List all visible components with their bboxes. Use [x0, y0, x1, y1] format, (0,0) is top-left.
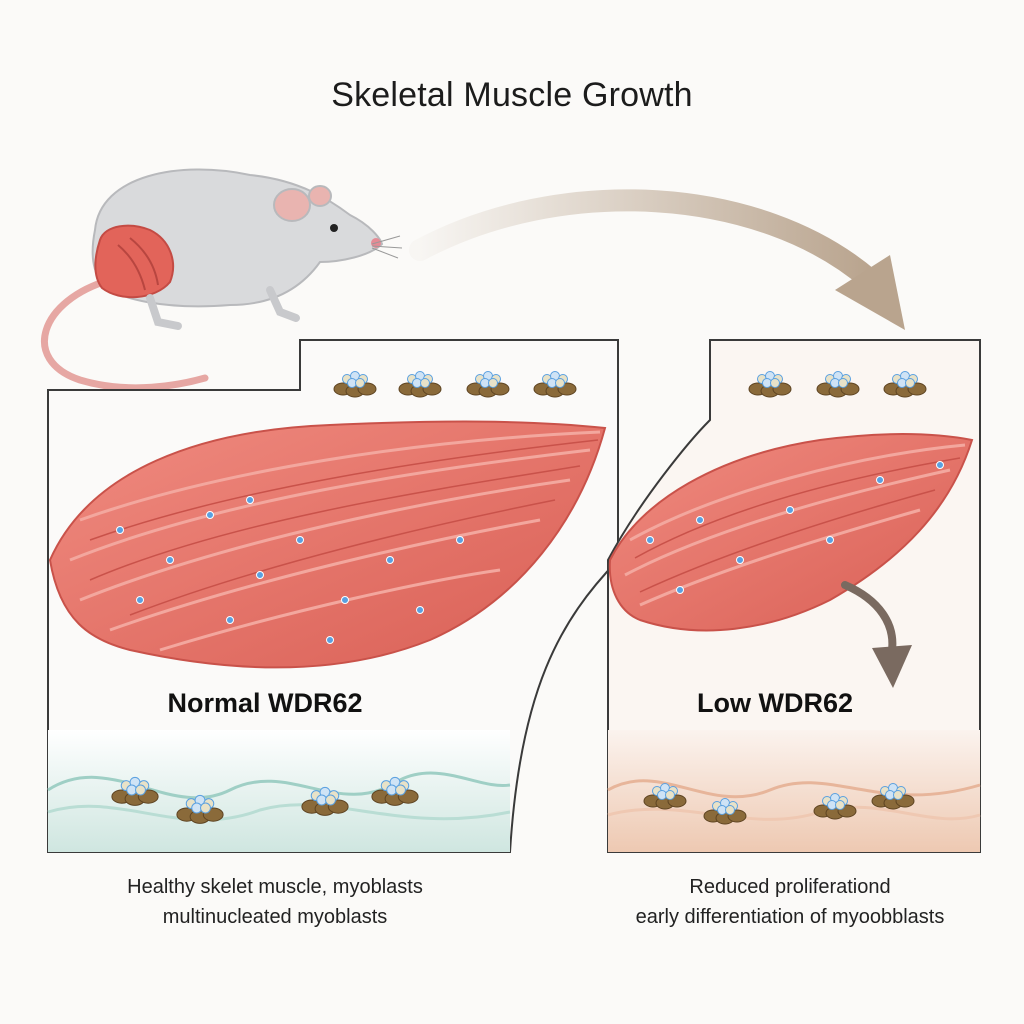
panel-low [607, 339, 981, 853]
caption-normal-line1: Healthy skelet muscle, myoblasts [127, 876, 423, 898]
myoblast-cluster-icon [333, 371, 377, 398]
transition-arrow [409, 189, 905, 330]
mouse-front-leg [266, 286, 300, 322]
nucleus-dot [386, 556, 394, 564]
myoblast-cluster-icon [466, 371, 510, 398]
nucleus-dot [786, 506, 794, 514]
nucleus-dot [826, 536, 834, 544]
nucleus-dot [341, 596, 349, 604]
nucleus-dot [646, 536, 654, 544]
panel-normal [47, 339, 619, 853]
decline-arrow [841, 581, 912, 688]
nucleus-dot [416, 606, 424, 614]
mouse-tail [40, 276, 209, 392]
myoblast-clusters [111, 371, 927, 825]
myoblast-cluster-icon [371, 776, 419, 806]
mouse-illustration [40, 168, 403, 392]
nucleus-dot [256, 571, 264, 579]
caption-normal-line2: multinucleated myoblasts [162, 906, 388, 928]
myoblast-cluster-icon [176, 794, 224, 824]
nucleus-dot [166, 556, 174, 564]
nucleus-dot [936, 461, 944, 469]
myoblast-cluster-icon [533, 371, 577, 398]
myoblast-cluster-icon [643, 783, 687, 810]
myoblast-cluster-icon [398, 371, 442, 398]
normal-muscle-bundle [48, 420, 607, 669]
nucleus-dot [296, 536, 304, 544]
mouse-hind-foot [146, 294, 182, 330]
myoblast-cluster-icon [301, 786, 349, 816]
nucleus-dot [116, 526, 124, 534]
myoblast-cluster-icon [813, 793, 857, 820]
myoblast-cluster-icon [111, 776, 159, 806]
nucleus-dot [696, 516, 704, 524]
caption-low: Reduced proliferationd early differentia… [570, 872, 1010, 932]
myoblast-cluster-icon [703, 798, 747, 825]
caption-normal: Healthy skelet muscle, myoblasts multinu… [40, 872, 510, 932]
myoblast-cluster-icon [816, 371, 860, 398]
nucleus-dot [206, 511, 214, 519]
caption-low-line2: early differentiation of myoobblasts [635, 906, 945, 928]
nucleus-dot [676, 586, 684, 594]
caption-low-line1: Reduced proliferationd [689, 876, 891, 898]
mouse-eye [330, 224, 338, 232]
nucleus-dot [226, 616, 234, 624]
nucleus-dot [736, 556, 744, 564]
myoblast-cluster-icon [883, 371, 927, 398]
mouse-ear [273, 188, 311, 222]
nucleus-dot [326, 636, 334, 644]
myoblast-cluster-icon [748, 371, 792, 398]
diagram-title: Skeletal Muscle Growth [331, 76, 693, 114]
mouse-leg-muscle [94, 224, 175, 299]
myoblast-cluster-icon [871, 783, 915, 810]
label-low-wdr62: Low WDR62 [696, 688, 853, 718]
muscle-nuclei [116, 461, 944, 644]
label-normal-wdr62: Normal WDR62 [167, 688, 363, 718]
nucleus-dot [246, 496, 254, 504]
nucleus-dot [876, 476, 884, 484]
nucleus-dot [456, 536, 464, 544]
nucleus-dot [136, 596, 144, 604]
